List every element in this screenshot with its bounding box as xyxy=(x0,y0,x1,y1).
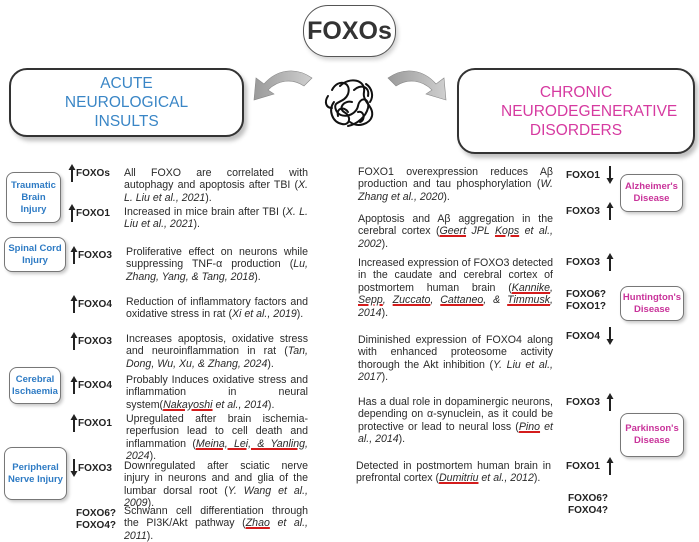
right-gene-stack: FOXO6? FOXO1? xyxy=(566,289,607,312)
right-gene-row: FOXO4 xyxy=(566,326,614,346)
right-curved-arrow-icon xyxy=(387,70,447,101)
left-gene-row: FOXOs xyxy=(68,163,110,183)
acute-category-label: ACUTE NEUROLOGICAL INSULTS xyxy=(64,75,189,130)
up-arrow-icon xyxy=(68,204,76,222)
left-desc-2: Proliferative effect on neurons while su… xyxy=(126,246,308,283)
up-arrow-icon xyxy=(70,376,78,394)
chronic-category-label: CHRONIC NEURODEGENERATIVE DISORDERS xyxy=(501,83,678,139)
region-spinal-cord-injury: Spinal Cord Injury xyxy=(4,237,66,272)
up-arrow-icon xyxy=(606,393,614,411)
left-desc-3: Reduction of inflammatory factors and ox… xyxy=(126,296,308,321)
chronic-category-box: CHRONIC NEURODEGENERATIVE DISORDERS xyxy=(457,68,695,154)
down-arrow-icon xyxy=(70,459,78,477)
up-arrow-icon xyxy=(70,246,78,264)
right-gene-row: FOXO1 xyxy=(566,165,614,185)
right-desc-5: Detected in postmortem human brain in pr… xyxy=(356,460,551,485)
right-gene-row: FOXO3 xyxy=(566,252,614,272)
region-peripheral-nerve-injury: Peripheral Nerve Injury xyxy=(4,447,67,500)
left-curved-arrow-icon xyxy=(253,70,313,101)
down-arrow-icon xyxy=(606,327,614,345)
right-desc-1: Apoptosis and Aβ aggregation in the cere… xyxy=(358,213,553,250)
left-gene-row: FOXO3 xyxy=(70,331,112,351)
left-gene-stack: FOXO6? FOXO4? xyxy=(76,508,117,531)
left-desc-1: Increased in mice brain after TBI (X. L.… xyxy=(124,206,308,231)
title: FOXOs xyxy=(307,16,392,45)
title-box: FOXOs xyxy=(303,5,396,57)
left-desc-8: Schwann cell differentiation through the… xyxy=(124,505,309,542)
up-arrow-icon xyxy=(606,253,614,271)
up-arrow-icon xyxy=(70,295,78,313)
left-gene-row: FOXO4 xyxy=(70,294,112,314)
up-arrow-icon xyxy=(70,414,78,432)
right-gene-row: FOXO3 xyxy=(566,392,614,412)
acute-category-box: ACUTE NEUROLOGICAL INSULTS xyxy=(9,68,244,137)
left-gene-row: FOXO1 xyxy=(68,203,110,223)
left-gene-row: FOXO1 xyxy=(70,413,112,433)
left-desc-0: All FOXO are correlated with autophagy a… xyxy=(124,167,308,204)
right-desc-0: FOXO1 overexpression reduces Aβ producti… xyxy=(358,166,553,203)
region-huntingtons-disease: Huntington's Disease xyxy=(620,286,684,321)
left-gene-row: FOXO3 xyxy=(70,458,112,478)
up-arrow-icon xyxy=(68,164,76,182)
protein-structure-icon xyxy=(324,79,374,127)
left-desc-5: Probably Induces oxidative stress and in… xyxy=(126,374,308,411)
right-desc-4: Has a dual role in dopaminergic neurons,… xyxy=(358,396,553,446)
up-arrow-icon xyxy=(606,202,614,220)
region-parkinsons-disease: Parkinson's Disease xyxy=(620,413,684,457)
region-cerebral-ischaemia: Cerebral Ischaemia xyxy=(9,367,61,404)
left-gene-row: FOXO3 xyxy=(70,245,112,265)
right-gene-stack: FOXO6? FOXO4? xyxy=(568,493,609,516)
down-arrow-icon xyxy=(606,166,614,184)
right-desc-3: Diminished expression of FOXO4 along wit… xyxy=(358,334,553,384)
region-alzheimers-disease: Alzheimer's Disease xyxy=(620,174,683,212)
connector-arrows xyxy=(253,70,447,127)
left-desc-7: Downregulated after sciatic nerve injury… xyxy=(124,460,308,510)
left-desc-4: Increases apoptosis, oxidative stress an… xyxy=(126,333,308,370)
right-gene-row: FOXO1 xyxy=(566,456,614,476)
up-arrow-icon xyxy=(606,457,614,475)
right-desc-2: Increased expression of FOXO3 detected i… xyxy=(358,257,553,319)
up-arrow-icon xyxy=(70,332,78,350)
right-gene-row: FOXO3 xyxy=(566,201,614,221)
left-desc-6: Upregulated after brain ischemia-reperfu… xyxy=(126,413,308,463)
left-gene-row: FOXO4 xyxy=(70,375,112,395)
region-traumatic-brain-injury: Traumatic Brain Injury xyxy=(6,172,61,223)
